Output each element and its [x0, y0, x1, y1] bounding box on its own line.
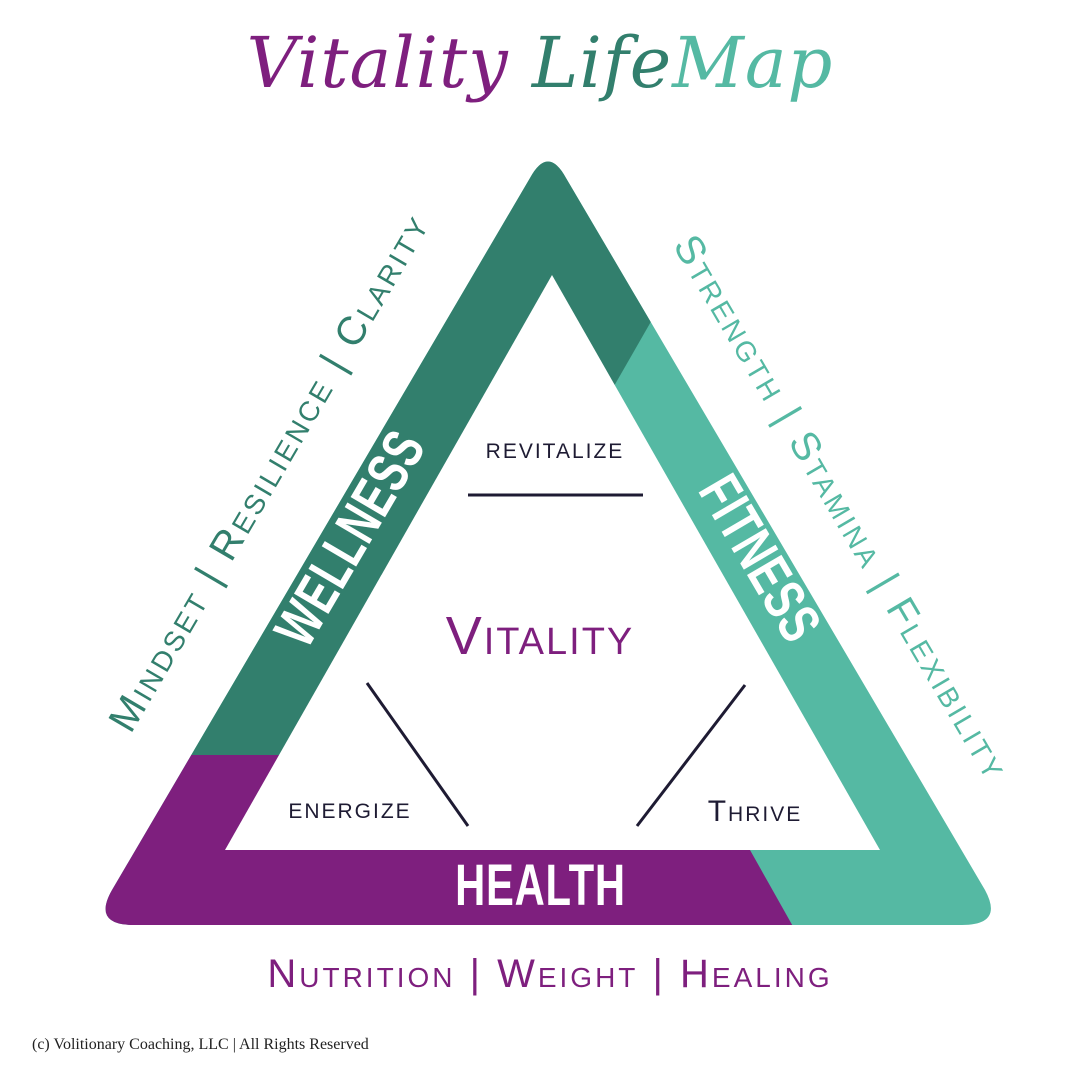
inner-triangle — [225, 275, 880, 850]
title-map: Map — [672, 22, 834, 104]
health-attributes: Nutrition | Weight | Healing — [267, 952, 833, 996]
revitalize-label: revitalize — [485, 432, 625, 465]
copyright-notice: (c) Volitionary Coaching, LLC | All Righ… — [32, 1036, 369, 1053]
thrive-label: Thrive — [707, 795, 803, 828]
vitality-center-label: Vitality — [445, 606, 635, 666]
energize-label: energize — [288, 792, 412, 825]
title-life: Life — [531, 22, 673, 104]
divider-left — [365, 682, 470, 827]
diagram-title: Vitality LifeMap — [0, 22, 1080, 104]
divider-right — [635, 684, 747, 827]
title-vitality: Vitality — [246, 22, 509, 104]
health-label: HEALTH — [454, 853, 626, 918]
